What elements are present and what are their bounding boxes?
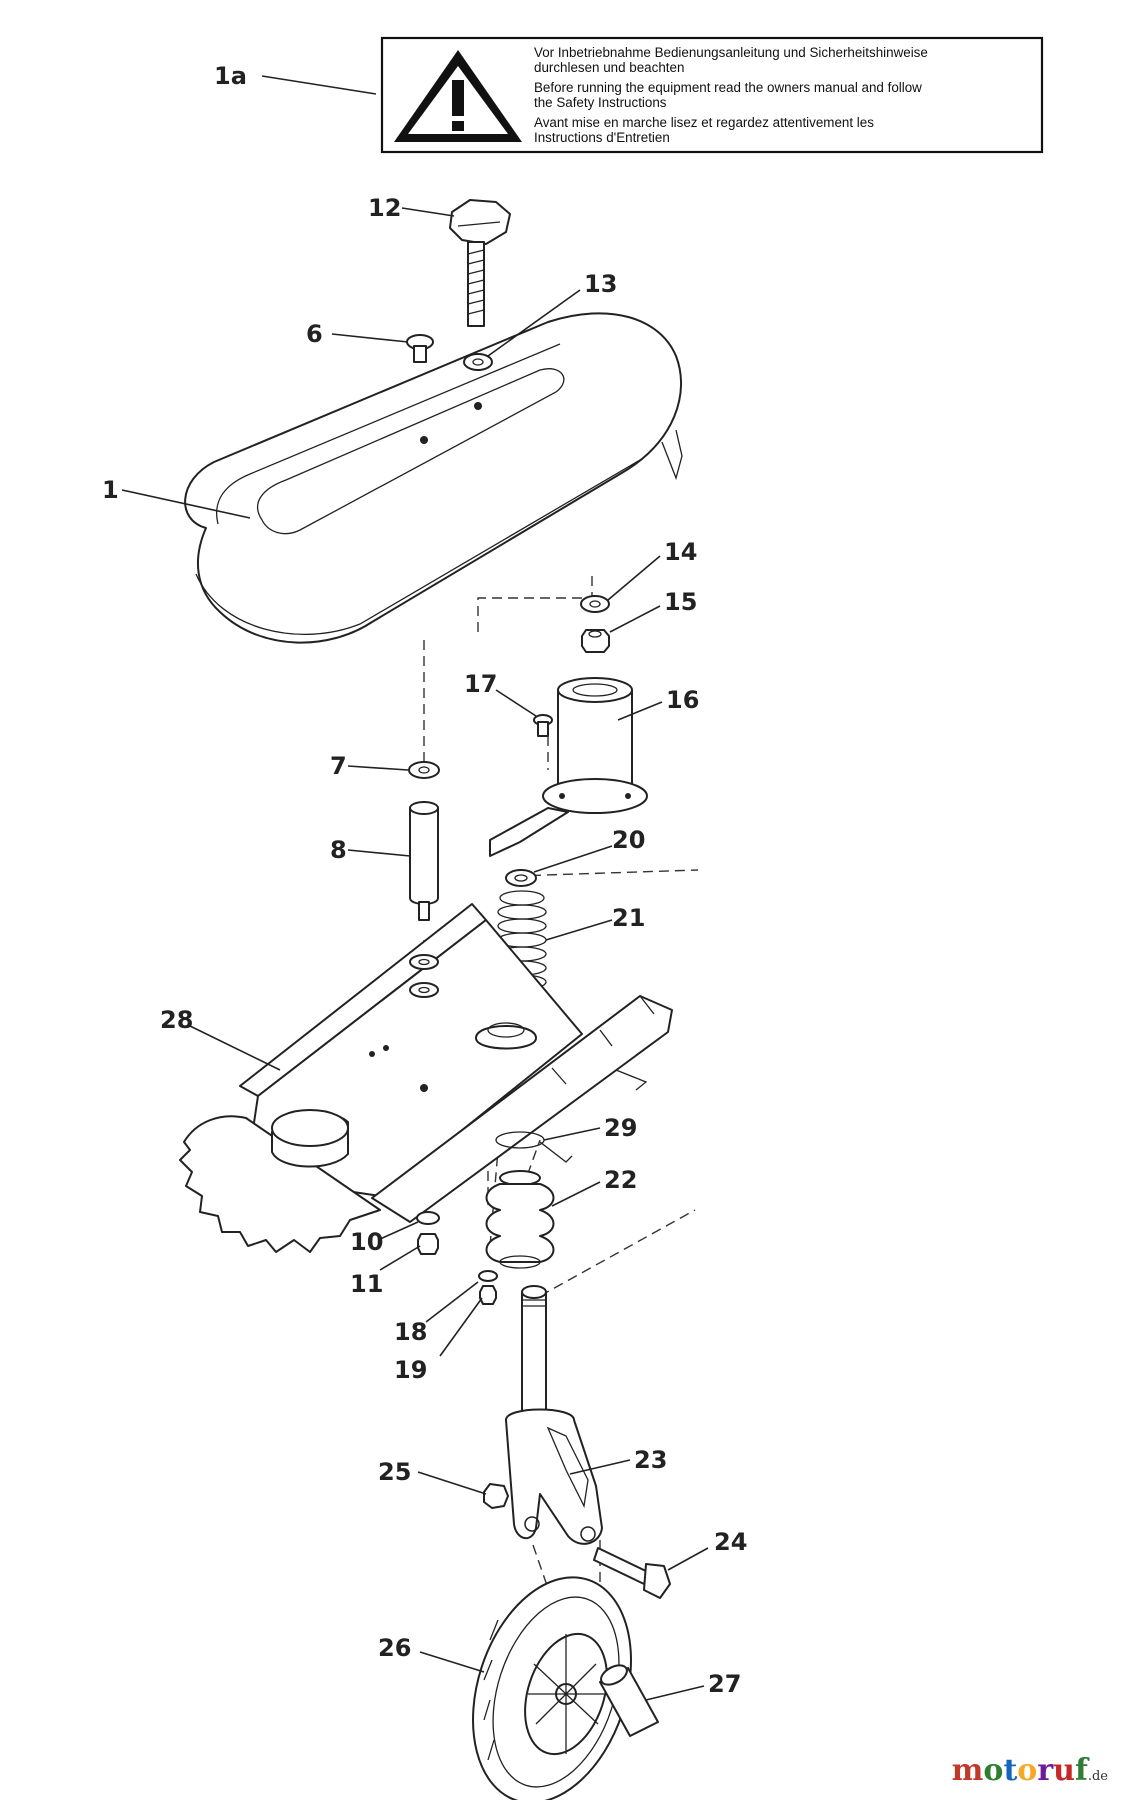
callout-22: 22 bbox=[604, 1166, 637, 1194]
callout-27: 27 bbox=[708, 1670, 741, 1698]
brand-letter: m bbox=[951, 1753, 984, 1788]
warning-line-5: Avant mise en marche lisez et regardez a… bbox=[534, 115, 874, 130]
brand-letter: t bbox=[1003, 1753, 1018, 1788]
brand-letter: f bbox=[1074, 1753, 1088, 1788]
part-12-star-knob bbox=[449, 199, 511, 327]
callout-17: 17 bbox=[464, 670, 497, 698]
callout-21: 21 bbox=[612, 904, 645, 932]
brand-letter: o bbox=[1017, 1753, 1038, 1788]
brand-letter: r bbox=[1037, 1753, 1054, 1788]
part-25-nut bbox=[483, 1483, 509, 1509]
warning-triangle-icon bbox=[394, 50, 522, 142]
brand-suffix: .de bbox=[1087, 1769, 1108, 1784]
part-13-washer bbox=[463, 353, 493, 371]
warning-label: Vor Inbetriebnahme Bedienungsanleitung u… bbox=[380, 36, 1044, 154]
callout-28: 28 bbox=[160, 1006, 193, 1034]
brand-name: motoruf bbox=[952, 1753, 1088, 1788]
part-16-tube-flange bbox=[489, 677, 648, 857]
warning-line-2: durchlesen und beachten bbox=[534, 60, 684, 75]
part-19-nut bbox=[479, 1285, 497, 1305]
callout-8: 8 bbox=[330, 836, 347, 864]
part-11-nut bbox=[417, 1233, 439, 1255]
part-10-washer bbox=[416, 1211, 440, 1225]
part-17-screw bbox=[533, 714, 553, 737]
callout-11: 11 bbox=[350, 1270, 383, 1298]
part-7-washer bbox=[408, 761, 440, 779]
callout-10: 10 bbox=[350, 1228, 383, 1256]
part-1-cover-hood bbox=[184, 312, 683, 644]
callout-26: 26 bbox=[378, 1634, 411, 1662]
part-26-wheel bbox=[472, 1576, 632, 1800]
callout-numbers: 1a 1 6 12 13 14 15 16 17 7 8 20 21 28 29… bbox=[102, 62, 747, 1698]
part-8-spacer-tube bbox=[409, 801, 439, 921]
callout-24: 24 bbox=[714, 1528, 747, 1556]
callout-13: 13 bbox=[584, 270, 617, 298]
warning-line-1: Vor Inbetriebnahme Bedienungsanleitung u… bbox=[534, 45, 928, 60]
callout-12: 12 bbox=[368, 194, 401, 222]
callout-15: 15 bbox=[664, 588, 697, 616]
brand-letter: o bbox=[983, 1753, 1004, 1788]
part-15-nut bbox=[581, 629, 610, 653]
warning-line-3: Before running the equipment read the ow… bbox=[534, 80, 922, 95]
leader-lines bbox=[121, 75, 709, 1701]
callout-14: 14 bbox=[664, 538, 697, 566]
callout-18: 18 bbox=[394, 1318, 427, 1346]
callout-20: 20 bbox=[612, 826, 645, 854]
part-20-washer bbox=[505, 869, 537, 887]
part-27-bushing bbox=[599, 1664, 659, 1737]
brand-letter: u bbox=[1053, 1753, 1075, 1788]
callout-1a: 1a bbox=[214, 62, 247, 90]
part-18-screw bbox=[478, 1270, 498, 1282]
part-24-axle-bolt bbox=[593, 1547, 671, 1599]
callout-19: 19 bbox=[394, 1356, 427, 1384]
callout-1: 1 bbox=[102, 476, 119, 504]
callout-29: 29 bbox=[604, 1114, 637, 1142]
part-6-bolt bbox=[406, 334, 434, 363]
callout-25: 25 bbox=[378, 1458, 411, 1486]
callout-7: 7 bbox=[330, 752, 347, 780]
part-23-wheel-fork bbox=[505, 1285, 603, 1545]
warning-line-4: the Safety Instructions bbox=[534, 95, 667, 110]
warning-line-6: Instructions d'Entretien bbox=[534, 130, 670, 145]
callout-6: 6 bbox=[306, 320, 323, 348]
callout-16: 16 bbox=[666, 686, 699, 714]
callout-23: 23 bbox=[634, 1446, 667, 1474]
part-14-washer bbox=[580, 595, 610, 613]
part-22-bellows bbox=[485, 1170, 555, 1269]
part-28-base-plate bbox=[179, 903, 673, 1253]
motoruf-watermark: motoruf.de bbox=[952, 1753, 1108, 1788]
